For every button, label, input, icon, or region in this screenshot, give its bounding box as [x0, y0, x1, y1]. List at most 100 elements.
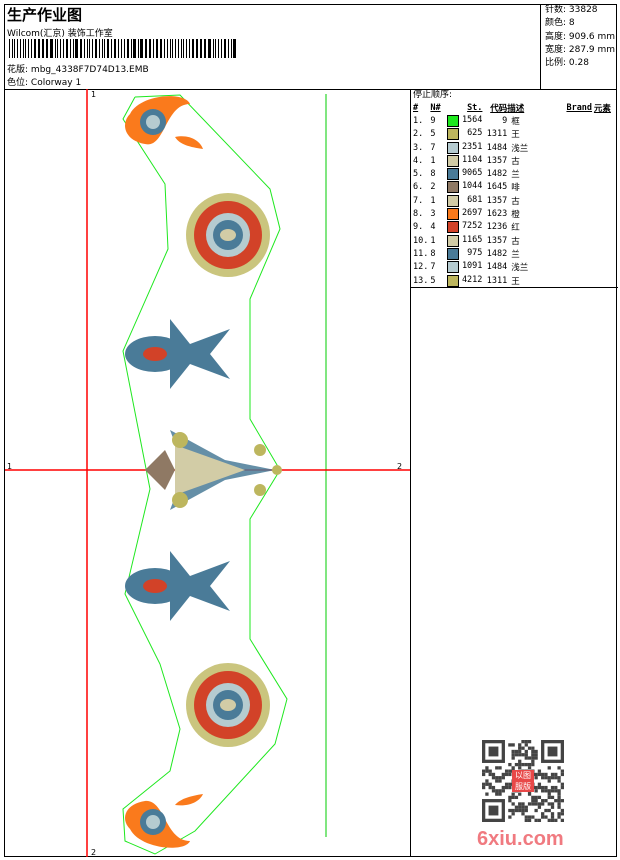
color-swatch — [446, 181, 459, 194]
stitches: 625 — [467, 128, 483, 139]
needle-number: 8 — [430, 169, 436, 180]
thread-code: 1357 — [486, 235, 508, 246]
table-divider — [411, 287, 618, 288]
step-number: 5. — [413, 169, 424, 180]
step-number: 7. — [413, 195, 424, 206]
stop-sequence-title: 停止顺序: — [413, 90, 453, 100]
needle-number: 1 — [430, 235, 436, 246]
stitch-count-cell: 1044 — [446, 181, 482, 194]
needle-number: 9 — [430, 115, 436, 126]
motif-paisley-upper — [125, 319, 230, 389]
thread-code: 1645 — [486, 182, 508, 193]
color-swatch — [446, 114, 459, 127]
motif-paisley-lower — [125, 551, 230, 621]
design-scale: 比例: 0.28 — [545, 58, 589, 69]
stitches: 4212 — [461, 274, 483, 285]
stitch-count-cell: 681 — [446, 194, 482, 207]
step-number: 13. — [413, 275, 429, 286]
step-number: 9. — [413, 222, 424, 233]
stitch-count-cell: 1104 — [446, 154, 483, 167]
stitches: 2351 — [461, 141, 483, 152]
thread-code: 9 — [502, 115, 508, 126]
stitches: 9065 — [461, 168, 483, 179]
thread-code: 1357 — [486, 195, 508, 206]
thread-description: 古 — [511, 156, 520, 167]
stitch-count-cell: 1165 — [446, 234, 483, 247]
design-preview: 1 2 1 2 — [5, 89, 410, 857]
motif-bottom-swirl — [125, 794, 203, 848]
step-number: 11. — [413, 248, 429, 259]
stitch-count-cell: 4212 — [446, 274, 483, 287]
thread-code: 1482 — [486, 169, 508, 180]
color-swatch — [446, 234, 459, 247]
stitches: 1564 — [461, 114, 483, 125]
motif-flower-upper — [186, 193, 270, 277]
design-stats: 针数: 33828 颜色: 8 高度: 909.6 mm 宽度: 287.9 m… — [540, 4, 617, 89]
step-number: 3. — [413, 142, 424, 153]
motif-center-lotus — [145, 430, 282, 510]
thread-description: 红 — [511, 223, 520, 234]
color-swatch — [446, 274, 459, 287]
thread-description: 浅兰 — [511, 143, 529, 154]
stitches: 7252 — [461, 221, 483, 232]
stitch-count-cell: 2697 — [446, 207, 482, 221]
thread-description: 兰 — [511, 170, 520, 181]
watermark-site: 6xiu.com — [477, 828, 564, 850]
stitch-count-cell: 9065 — [446, 167, 483, 181]
design-file-value: mbg_4338F7D74D13.EMB — [30, 65, 149, 75]
color-swatch — [446, 154, 459, 167]
page-frame — [4, 4, 617, 857]
color-swatch — [446, 168, 459, 181]
color-swatch — [446, 208, 459, 221]
design-file-label: 花版: — [7, 65, 29, 75]
stitch-count-cell: 2351 — [446, 141, 483, 154]
thread-code: 1482 — [486, 248, 508, 259]
stitch-count-cell: 975 — [446, 247, 483, 260]
stitch-count-cell: 625 — [446, 128, 483, 141]
step-number: 10. — [413, 235, 429, 246]
design-outline — [122, 94, 288, 855]
company-name: Wilcom(汇京) 装饰工作室 — [7, 29, 113, 39]
design-canvas: 1 2 1 2 — [5, 89, 410, 857]
stitches: 975 — [467, 247, 483, 258]
needle-number: 3 — [430, 209, 436, 220]
stitch-count-cell: 1564 — [446, 114, 483, 127]
column-header: St. — [467, 102, 483, 113]
color-swatch — [446, 128, 459, 141]
column-header: 代码 — [490, 103, 508, 114]
column-header: # — [413, 102, 419, 113]
thread-code: 1484 — [486, 262, 508, 273]
thread-code: 1311 — [486, 129, 508, 140]
colorway-row: 色位: Colorway 1 — [7, 75, 81, 88]
column-header: Brand — [566, 102, 593, 113]
color-swatch — [446, 141, 459, 154]
colorway-value: Colorway 1 — [30, 78, 82, 88]
step-number: 2. — [413, 129, 424, 140]
motif-flower-lower — [186, 663, 270, 747]
stitch-count-cell: 7252 — [446, 221, 483, 234]
thread-description: 框 — [511, 116, 520, 127]
marker-v2: 2 — [91, 848, 96, 857]
stitch-count: 针数: 33828 — [545, 5, 598, 15]
color-swatch — [446, 247, 459, 260]
step-number: 1. — [413, 115, 424, 126]
design-height: 高度: 909.6 mm — [545, 31, 616, 42]
thread-code: 1311 — [486, 275, 508, 286]
stitches: 1104 — [461, 154, 483, 165]
marker-h1: 1 — [7, 462, 12, 471]
thread-description: 浅兰 — [511, 263, 529, 274]
stitches: 1165 — [461, 234, 483, 245]
needle-number: 1 — [430, 195, 436, 206]
